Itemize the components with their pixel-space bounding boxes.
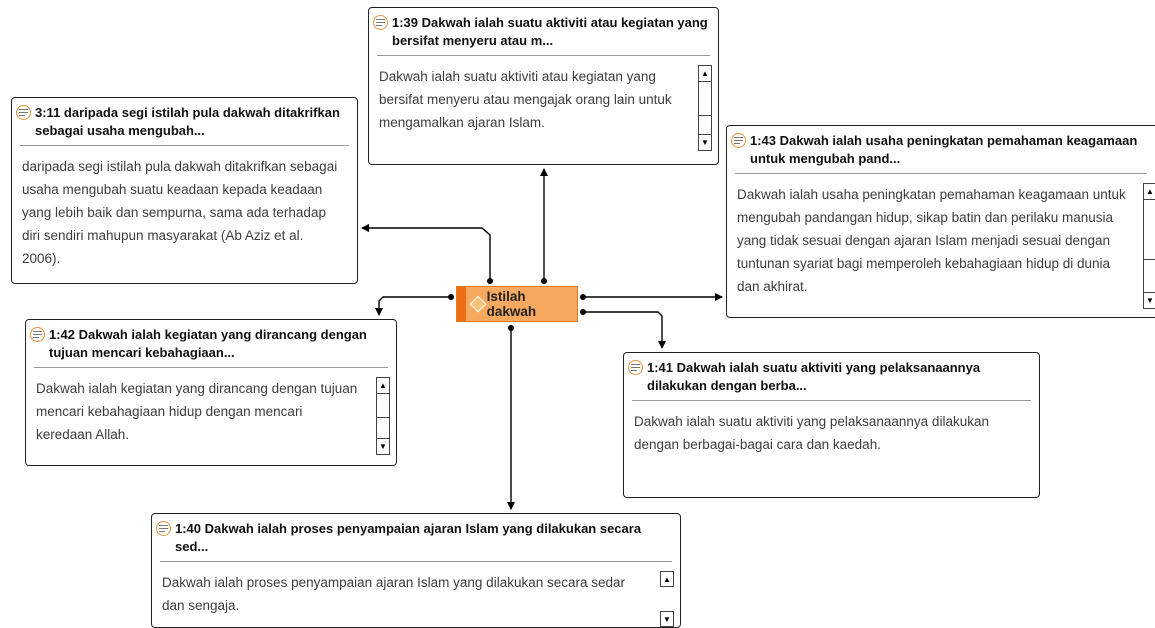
quotation-card-1-42[interactable]: 1:42 Dakwah ialah kegiatan yang dirancan… <box>25 319 397 466</box>
quotation-divider <box>632 400 1031 401</box>
scroll-up-arrow-icon[interactable]: ▲ <box>660 571 674 587</box>
scroll-thumb[interactable] <box>377 394 389 418</box>
quotation-card-3-11[interactable]: 3:11 daripada segi istilah pula dakwah d… <box>11 97 358 284</box>
code-node-label: Istilah dakwah <box>486 289 537 319</box>
connector-dot-1-40 <box>508 325 514 331</box>
quotation-text: Dakwah ialah usaha peningkatan pemahaman… <box>737 187 1126 294</box>
quotation-divider <box>34 367 388 368</box>
scroll-down-arrow-icon[interactable]: ▼ <box>1144 292 1155 308</box>
quotation-title: 1:39 Dakwah ialah suatu aktiviti atau ke… <box>392 15 708 48</box>
quotation-title: 1:40 Dakwah ialah proses penyampaian aja… <box>175 521 642 554</box>
scroll-up-arrow-icon[interactable]: ▲ <box>699 66 711 82</box>
scroll-down-arrow-icon[interactable]: ▼ <box>699 134 711 150</box>
quotation-title: 3:11 daripada segi istilah pula dakwah d… <box>35 105 340 138</box>
quotation-scrollbar[interactable]: ▲ ▼ <box>660 571 674 627</box>
connector-3-11 <box>361 224 491 281</box>
scroll-up-arrow-icon[interactable]: ▲ <box>1144 184 1155 200</box>
scroll-thumb[interactable] <box>699 82 711 116</box>
quotation-doc-icon <box>30 327 45 342</box>
connector-dot-1-43 <box>580 294 586 300</box>
quotation-divider <box>20 145 349 146</box>
quotation-text: Dakwah ialah suatu aktiviti atau kegiata… <box>379 69 672 130</box>
quotation-doc-icon <box>156 521 171 536</box>
connector-dot-1-39 <box>541 278 547 284</box>
quotation-text: Dakwah ialah proses penyampaian ajaran I… <box>162 575 626 613</box>
quotation-text: Dakwah ialah kegiatan yang dirancang den… <box>36 381 358 442</box>
quotation-divider <box>377 55 710 56</box>
quotation-title: 1:41 Dakwah ialah suatu aktiviti yang pe… <box>647 360 981 393</box>
scroll-thumb[interactable] <box>1144 200 1155 260</box>
quotation-doc-icon <box>731 133 746 148</box>
quotation-doc-icon <box>628 360 643 375</box>
scroll-up-arrow-icon[interactable]: ▲ <box>377 378 389 394</box>
code-diamond-icon <box>469 295 487 313</box>
connector-dot-3-11 <box>487 278 493 284</box>
quotation-doc-icon <box>16 105 31 120</box>
quotation-card-1-39[interactable]: 1:39 Dakwah ialah suatu aktiviti atau ke… <box>368 7 719 165</box>
quotation-scrollbar[interactable]: ▲ ▼ <box>1143 183 1155 309</box>
connector-dot-1-41 <box>580 309 586 315</box>
connector-1-41 <box>583 311 666 349</box>
scroll-down-arrow-icon[interactable]: ▼ <box>377 438 389 454</box>
quotation-text: daripada segi istilah pula dakwah ditakr… <box>22 159 338 266</box>
quotation-title: 1:43 Dakwah ialah usaha peningkatan pema… <box>750 133 1138 166</box>
quotation-scrollbar[interactable]: ▲ ▼ <box>376 377 390 455</box>
quotation-text: Dakwah ialah suatu aktiviti yang pelaksa… <box>634 414 989 452</box>
code-node-stripe <box>457 287 466 321</box>
quotation-scrollbar[interactable]: ▲ ▼ <box>698 65 712 151</box>
quotation-card-1-41[interactable]: 1:41 Dakwah ialah suatu aktiviti yang pe… <box>623 352 1040 498</box>
quotation-card-1-43[interactable]: 1:43 Dakwah ialah usaha peningkatan pema… <box>726 125 1155 318</box>
quotation-doc-icon <box>373 15 388 30</box>
quotation-divider <box>735 173 1147 174</box>
quotation-card-1-40[interactable]: 1:40 Dakwah ialah proses penyampaian aja… <box>151 513 681 628</box>
connector-dot-1-42 <box>448 294 454 300</box>
code-node-istilah-dakwah[interactable]: Istilah dakwah <box>456 286 578 322</box>
quotation-title: 1:42 Dakwah ialah kegiatan yang dirancan… <box>49 327 367 360</box>
quotation-divider <box>160 561 672 562</box>
scroll-down-arrow-icon[interactable]: ▼ <box>660 611 674 627</box>
connector-1-42 <box>375 296 451 316</box>
